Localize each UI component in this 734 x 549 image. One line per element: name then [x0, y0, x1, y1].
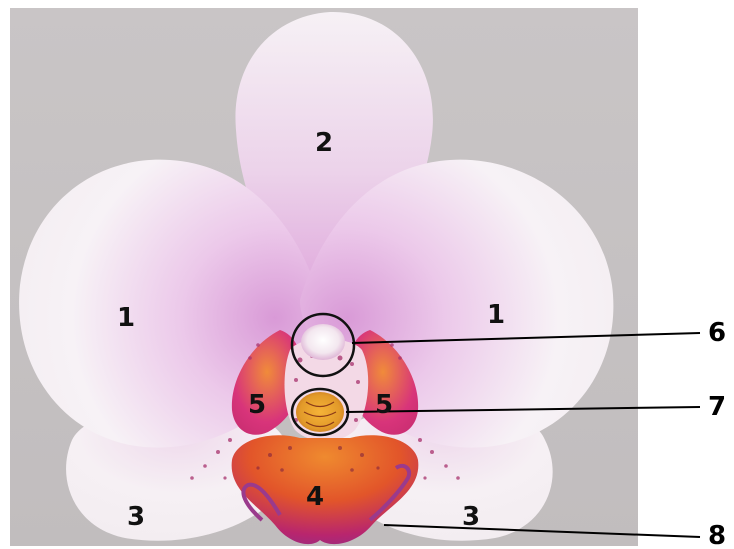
label-sepal-left: 1: [117, 305, 135, 331]
callout-number-7: 7: [708, 394, 726, 420]
label-lobe-right: 5: [375, 392, 393, 418]
column: [301, 324, 345, 360]
callout-number-8: 8: [708, 523, 726, 549]
label-lobe-left: 5: [248, 392, 266, 418]
pollinia: [296, 392, 344, 432]
callout-number-6: 6: [708, 320, 726, 346]
label-dorsal-sepal: 2: [315, 130, 333, 156]
label-petal-right: 3: [462, 504, 480, 530]
label-petal-left: 3: [127, 504, 145, 530]
label-lip: 4: [306, 484, 324, 510]
label-sepal-right: 1: [487, 302, 505, 328]
